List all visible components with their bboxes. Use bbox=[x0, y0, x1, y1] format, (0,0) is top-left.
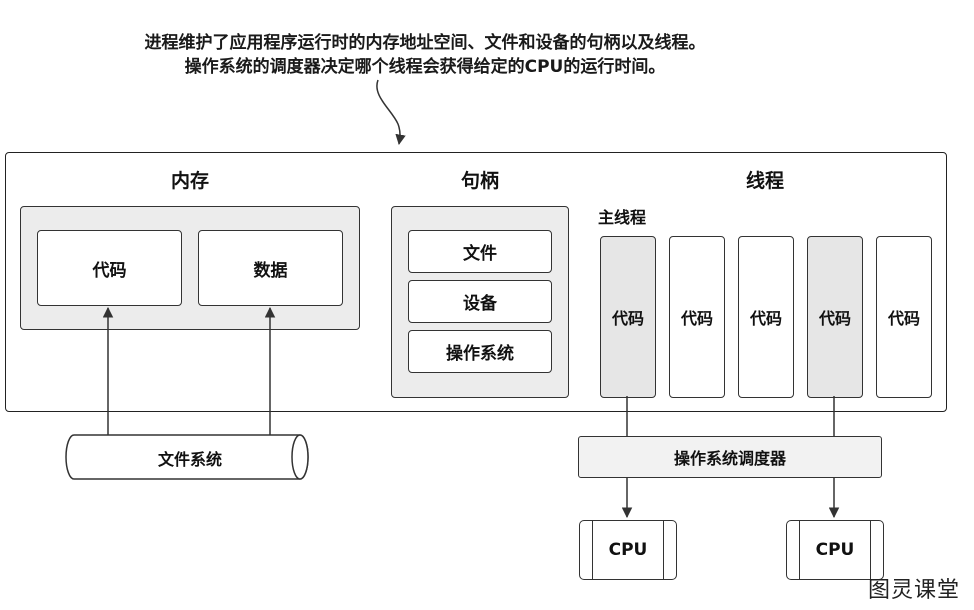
memory-heading: 内存 bbox=[170, 170, 209, 192]
main-thread-label: 主线程 bbox=[598, 208, 647, 227]
cpu-2-label: CPU bbox=[815, 540, 855, 560]
handle-os: 操作系统 bbox=[408, 330, 552, 373]
caption-line-2: 操作系统的调度器决定哪个线程会获得给定的CPU的运行时间。 bbox=[184, 57, 666, 77]
file-system-cylinder bbox=[65, 434, 309, 480]
handle-device: 设备 bbox=[408, 280, 552, 323]
watermark: 图灵课堂 bbox=[867, 578, 960, 603]
thread-2: 代码 bbox=[669, 236, 725, 398]
threads-heading: 线程 bbox=[745, 170, 784, 192]
file-system-label: 文件系统 bbox=[157, 450, 222, 469]
thread-5: 代码 bbox=[876, 236, 932, 398]
cpu-1-label: CPU bbox=[608, 540, 648, 560]
os-scheduler: 操作系统调度器 bbox=[578, 436, 882, 478]
cpu-1: CPU bbox=[579, 520, 677, 580]
handle-file: 文件 bbox=[408, 230, 552, 273]
handles-heading: 句柄 bbox=[460, 170, 499, 192]
thread-main: 代码 bbox=[600, 236, 656, 398]
memory-data-box: 数据 bbox=[198, 230, 343, 306]
caption-line-1: 进程维护了应用程序运行时的内存地址空间、文件和设备的句柄以及线程。 bbox=[144, 33, 706, 53]
caption-pointer-arrow bbox=[376, 79, 406, 146]
memory-code-box: 代码 bbox=[37, 230, 182, 306]
cpu-2: CPU bbox=[786, 520, 884, 580]
thread-4: 代码 bbox=[807, 236, 863, 398]
thread-3: 代码 bbox=[738, 236, 794, 398]
